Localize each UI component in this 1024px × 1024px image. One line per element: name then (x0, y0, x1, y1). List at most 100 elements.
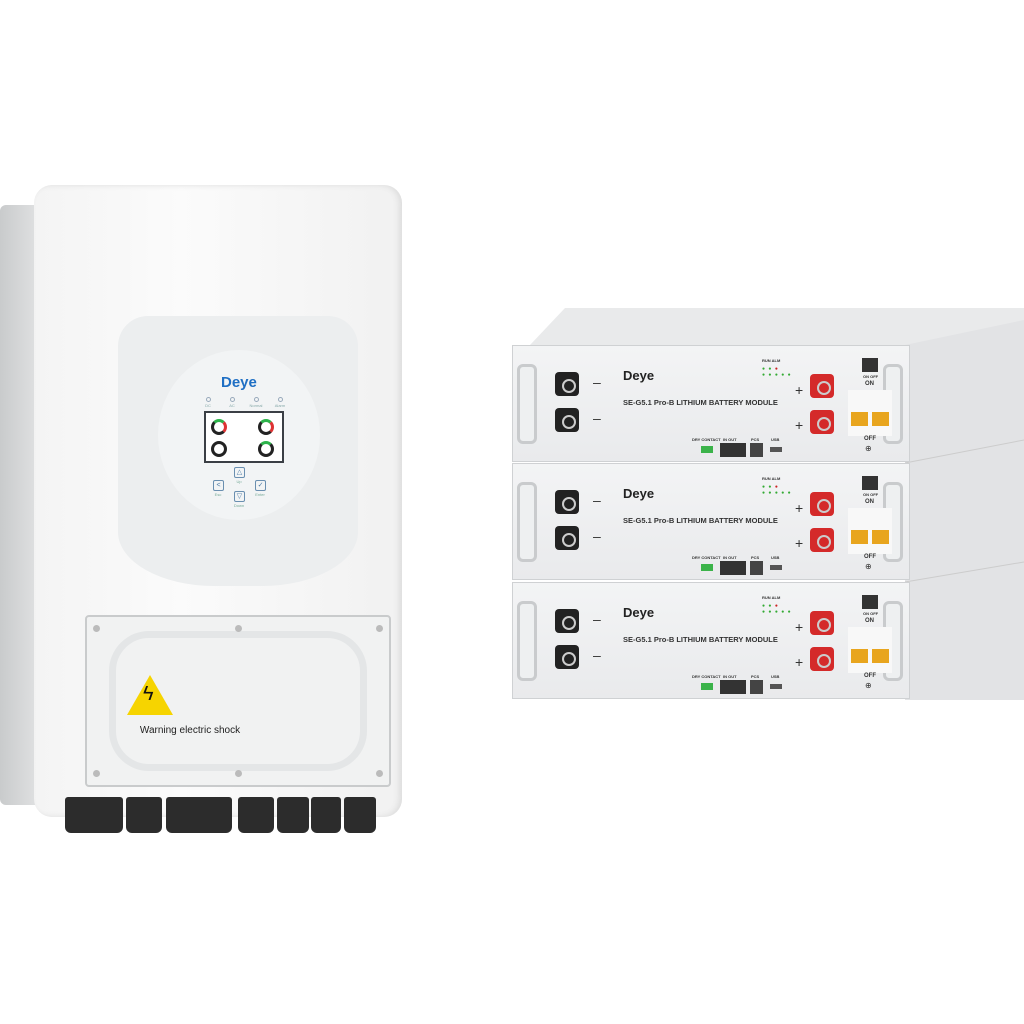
can-rs485-port[interactable] (720, 680, 746, 694)
positive-terminal (810, 647, 834, 671)
usb-port[interactable] (770, 565, 782, 570)
battery-logo: Deye (623, 605, 655, 620)
screw (93, 625, 100, 632)
cable-gland (126, 797, 162, 833)
positive-terminal (810, 374, 834, 398)
screw (93, 770, 100, 777)
led-label: RUN ALM (762, 595, 781, 600)
usb-label: USB (771, 674, 780, 679)
handle-left[interactable] (517, 364, 537, 444)
up-button[interactable]: △ (234, 467, 245, 478)
led-alarm: Alarm (270, 397, 290, 408)
dry-contact-port[interactable] (701, 446, 713, 453)
down-button[interactable]: ▽ (234, 491, 245, 502)
screw (235, 625, 242, 632)
esc-button[interactable]: < (213, 480, 224, 491)
dry-contact-port[interactable] (701, 564, 713, 571)
negative-sign: – (593, 410, 601, 426)
led-label: Alarm (274, 403, 286, 408)
gauge-pv (211, 419, 227, 435)
power-switch[interactable] (862, 476, 878, 490)
led-label: Normal (249, 403, 263, 408)
can-rs485-port[interactable] (720, 561, 746, 575)
gauge-load (258, 441, 274, 457)
handle-left[interactable] (517, 482, 537, 562)
power-switch[interactable] (862, 595, 878, 609)
power-switch[interactable] (862, 358, 878, 372)
enter-label: Enter (255, 492, 265, 497)
usb-label: USB (771, 555, 780, 560)
warning-icon (127, 675, 173, 715)
pcs-label: PCS (751, 555, 760, 560)
soc-leds: ● ● ●● ● ● ● ● (762, 484, 792, 496)
soc-leds: ● ● ●● ● ● ● ● (762, 603, 792, 615)
usb-label: USB (771, 437, 780, 442)
battery-logo: Deye (623, 486, 655, 501)
usb-port[interactable] (770, 447, 782, 452)
model-label: SE-G5.1 Pro-B LITHIUM BATTERY MODULE (623, 516, 778, 525)
led-label: RUN ALM (762, 358, 781, 363)
off-label: OFF (864, 554, 876, 560)
model-label: SE-G5.1 Pro-B LITHIUM BATTERY MODULE (623, 398, 778, 407)
led-label: RUN ALM (762, 476, 781, 481)
cable-connector (65, 797, 123, 833)
pcs-port[interactable] (750, 680, 763, 694)
pcs-port[interactable] (750, 561, 763, 575)
stack-top (530, 308, 1024, 345)
positive-sign: + (795, 619, 804, 635)
led-label: DC (205, 403, 211, 408)
cable-gland (344, 797, 376, 833)
pcs-label: PCS (751, 674, 760, 679)
dry-contact-port[interactable] (701, 683, 713, 690)
led-label: AC (229, 403, 235, 408)
handle-left[interactable] (517, 601, 537, 681)
screw (235, 770, 242, 777)
led-dc: DC (198, 397, 218, 408)
circuit-breaker[interactable] (848, 627, 892, 673)
positive-terminal (810, 410, 834, 434)
circuit-breaker[interactable] (848, 390, 892, 436)
negative-sign: – (593, 611, 601, 627)
on-label: ON (865, 499, 874, 505)
negative-terminal (555, 372, 579, 396)
positive-terminal (810, 611, 834, 635)
on-label: ON (865, 618, 874, 624)
positive-terminal (810, 528, 834, 552)
up-label: Up (236, 479, 242, 484)
positive-sign: + (795, 535, 804, 551)
indicator-leds: DC AC Normal Alarm (198, 397, 290, 408)
battery-stack-sides (530, 308, 1024, 700)
side-seam (904, 561, 1024, 583)
screw (376, 625, 383, 632)
side-seam (904, 439, 1024, 464)
in-out-label: IN OUT (723, 674, 737, 679)
circuit-breaker[interactable] (848, 508, 892, 554)
cable-gland (277, 797, 309, 833)
negative-terminal (555, 490, 579, 514)
usb-port[interactable] (770, 684, 782, 689)
pcs-port[interactable] (750, 443, 763, 457)
negative-sign: – (593, 374, 601, 390)
ground-icon: ⊕ (865, 681, 872, 690)
off-label: OFF (864, 436, 876, 442)
lightning-icon: ϟ (143, 683, 154, 705)
negative-terminal (555, 645, 579, 669)
gauge-grid (258, 419, 274, 435)
positive-sign: + (795, 500, 804, 516)
negative-terminal (555, 526, 579, 550)
negative-terminal (555, 408, 579, 432)
soc-leds: ● ● ●● ● ● ● ● (762, 366, 792, 378)
can-rs485-port[interactable] (720, 443, 746, 457)
cover-seal (109, 631, 367, 771)
in-out-label: IN OUT (723, 555, 737, 560)
in-out-label: IN OUT (723, 437, 737, 442)
cable-gland (311, 797, 341, 833)
dry-contact-label: DRY CONTACT (692, 674, 721, 679)
dry-contact-label: DRY CONTACT (692, 555, 721, 560)
enter-button[interactable]: ✓ (255, 480, 266, 491)
negative-terminal (555, 609, 579, 633)
switch-label: ON OFF (863, 492, 879, 497)
negative-sign: – (593, 492, 601, 508)
off-label: OFF (864, 673, 876, 679)
switch-label: ON OFF (863, 611, 879, 616)
